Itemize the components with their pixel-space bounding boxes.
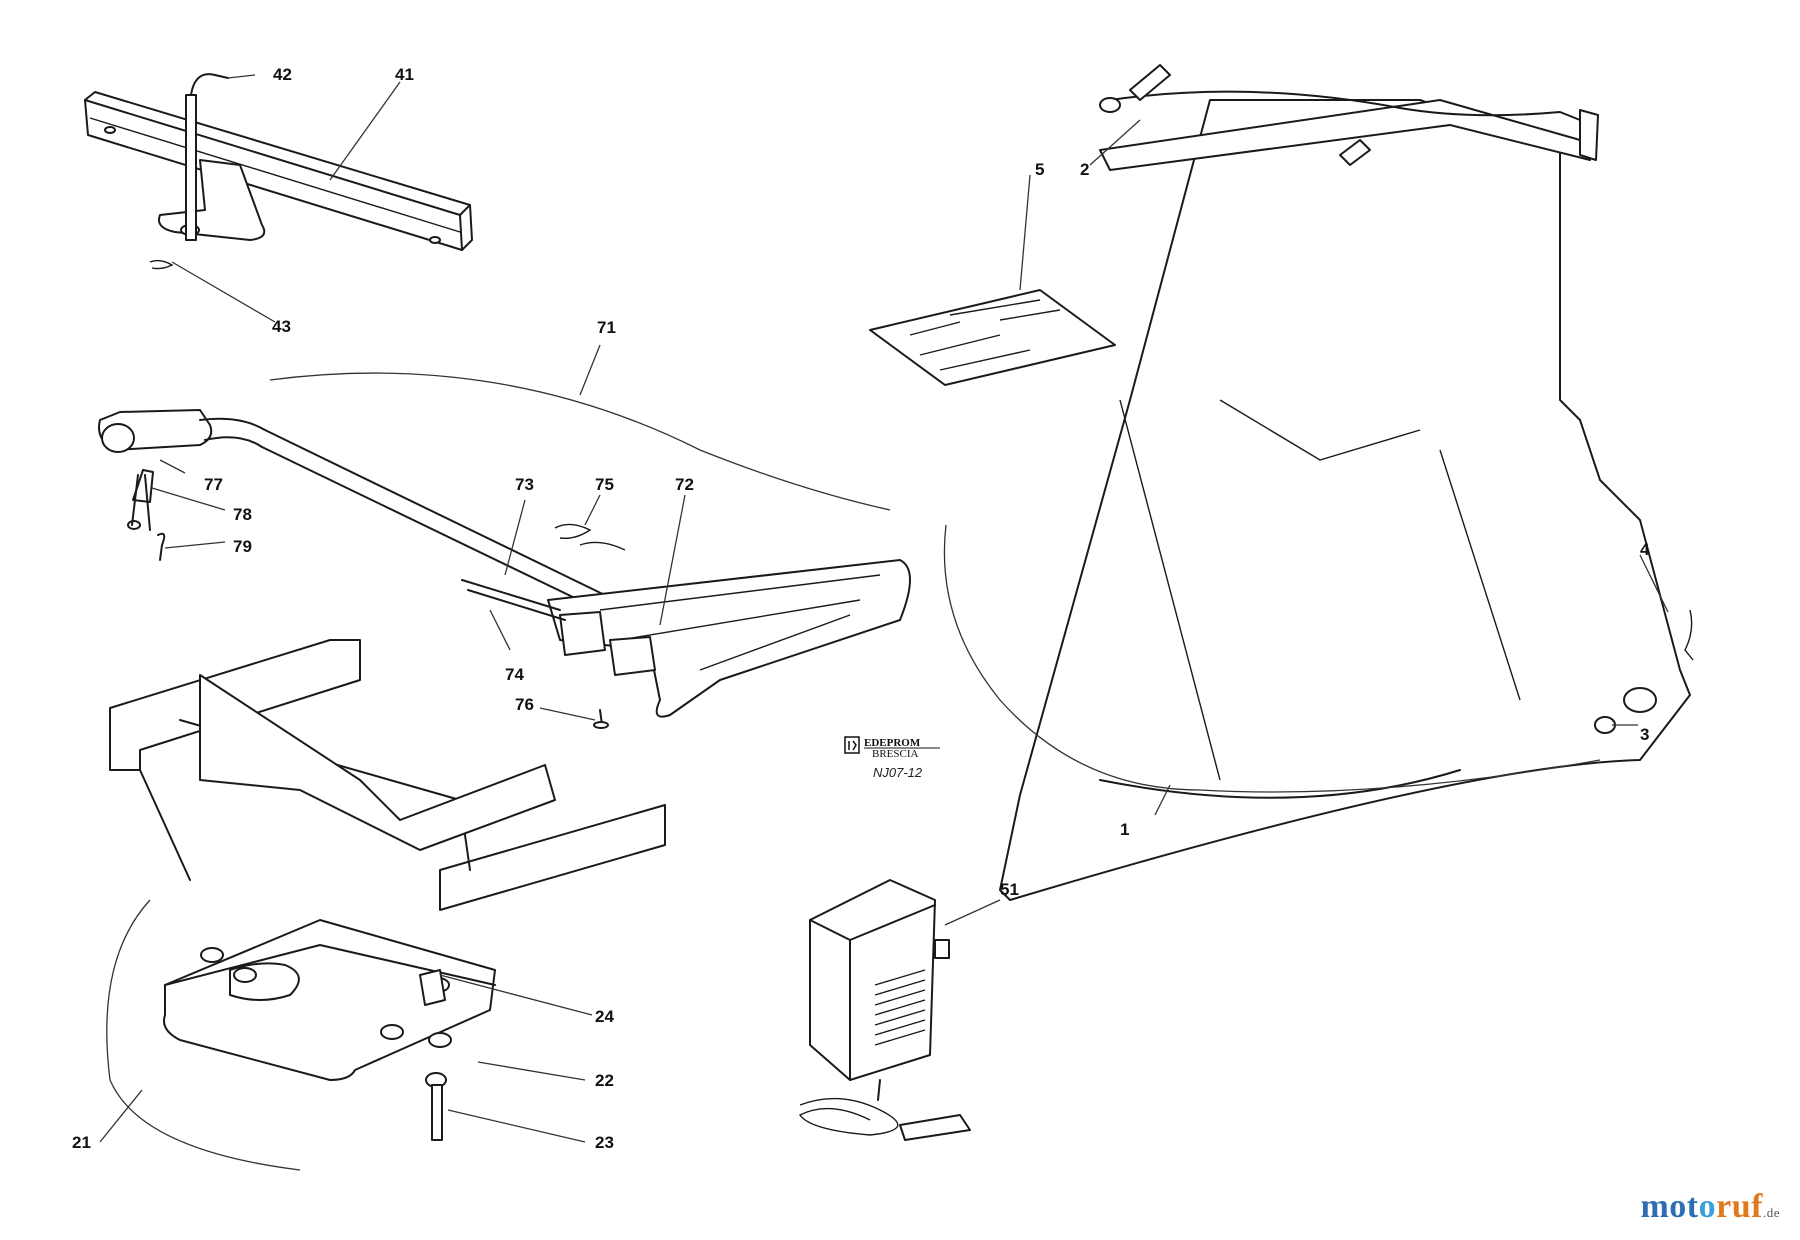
lever-deflector-assembly [98,372,911,729]
part-label-76: 76 [515,695,534,714]
part-label-77: 77 [204,475,223,494]
part-label-78: 78 [233,505,252,524]
part-label-5: 5 [1035,160,1044,179]
logo-sub: BRESCIA [872,748,919,760]
part-label-22: 22 [595,1071,614,1090]
part-label-42: 42 [273,65,292,84]
part-label-43: 43 [272,317,291,336]
battery-charger [798,879,971,1141]
part-number-labels: 42 41 43 71 77 78 79 73 75 72 74 76 5 2 … [72,65,1650,1152]
part-label-4: 4 [1640,540,1650,559]
logo-brand: EDEPROM [864,737,921,749]
part-label-23: 23 [595,1133,614,1152]
counterweight-assembly [106,639,666,1171]
manufacturer-logo: EDEPROM BRESCIA NJ07-12 [844,736,940,780]
motoruf-watermark: motoruf.de [1640,1188,1780,1225]
part-label-75: 75 [595,475,614,494]
part-label-71: 71 [597,318,616,337]
part-label-3: 3 [1640,725,1649,744]
part-label-2: 2 [1080,160,1089,179]
part-label-1: 1 [1120,820,1129,839]
part-label-41: 41 [395,65,414,84]
grass-catcher-assembly [869,64,1694,901]
part-label-72: 72 [675,475,694,494]
part-label-74: 74 [505,665,524,684]
leader-lines [99,74,1669,1143]
part-label-24: 24 [595,1007,614,1026]
hitch-bracket-assembly [84,73,473,270]
part-label-79: 79 [233,537,252,556]
part-label-21: 21 [72,1133,91,1152]
drawing-code: NJ07-12 [873,765,923,780]
part-label-73: 73 [515,475,534,494]
part-label-51: 51 [1000,880,1019,899]
